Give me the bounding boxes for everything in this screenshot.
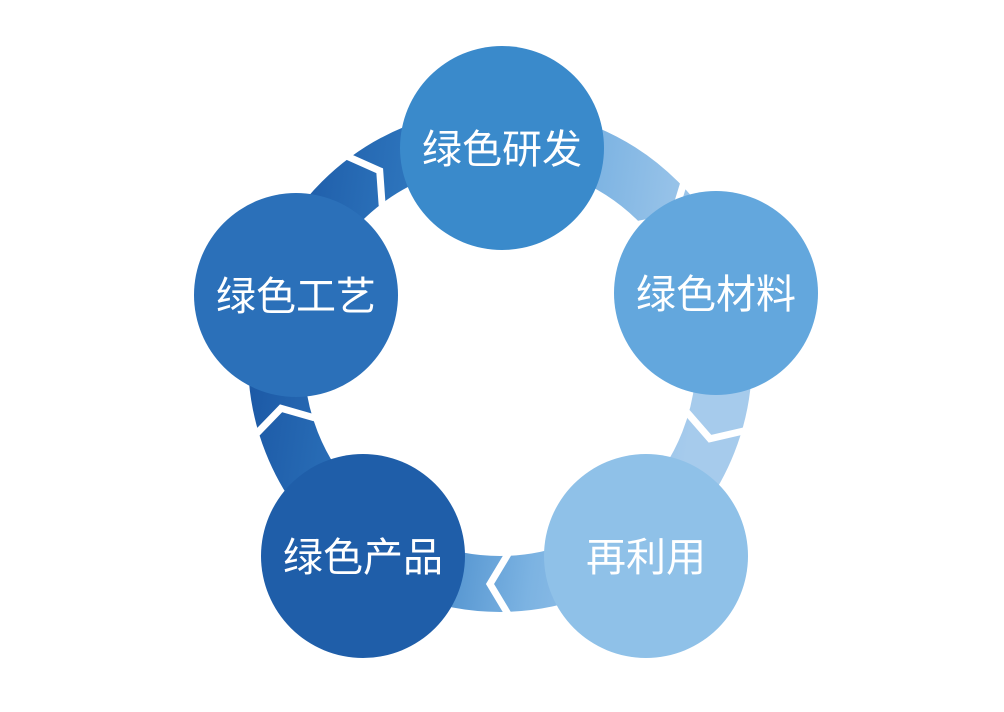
node-circle bbox=[400, 46, 604, 250]
node-label: 绿色材料 bbox=[636, 272, 796, 318]
node-circle bbox=[194, 193, 398, 397]
node-circle bbox=[614, 191, 818, 395]
node-green-materials: 绿色材料 bbox=[614, 191, 818, 395]
node-label: 绿色研发 bbox=[422, 127, 582, 173]
node-reuse: 再利用 bbox=[544, 454, 748, 658]
chevron-arrow-icon bbox=[254, 404, 316, 436]
node-circle bbox=[544, 454, 748, 658]
node-label: 再利用 bbox=[586, 535, 706, 581]
chevron-arrow-icon bbox=[346, 153, 386, 206]
node-green-products: 绿色产品 bbox=[261, 454, 465, 658]
chevron-arrow-icon bbox=[684, 410, 745, 443]
node-circle bbox=[261, 454, 465, 658]
node-label: 绿色工艺 bbox=[216, 274, 376, 320]
chevron-arrow-icon bbox=[485, 552, 512, 616]
node-green-process: 绿色工艺 bbox=[194, 193, 398, 397]
node-label: 绿色产品 bbox=[283, 535, 443, 581]
node-green-rd: 绿色研发 bbox=[400, 46, 604, 250]
